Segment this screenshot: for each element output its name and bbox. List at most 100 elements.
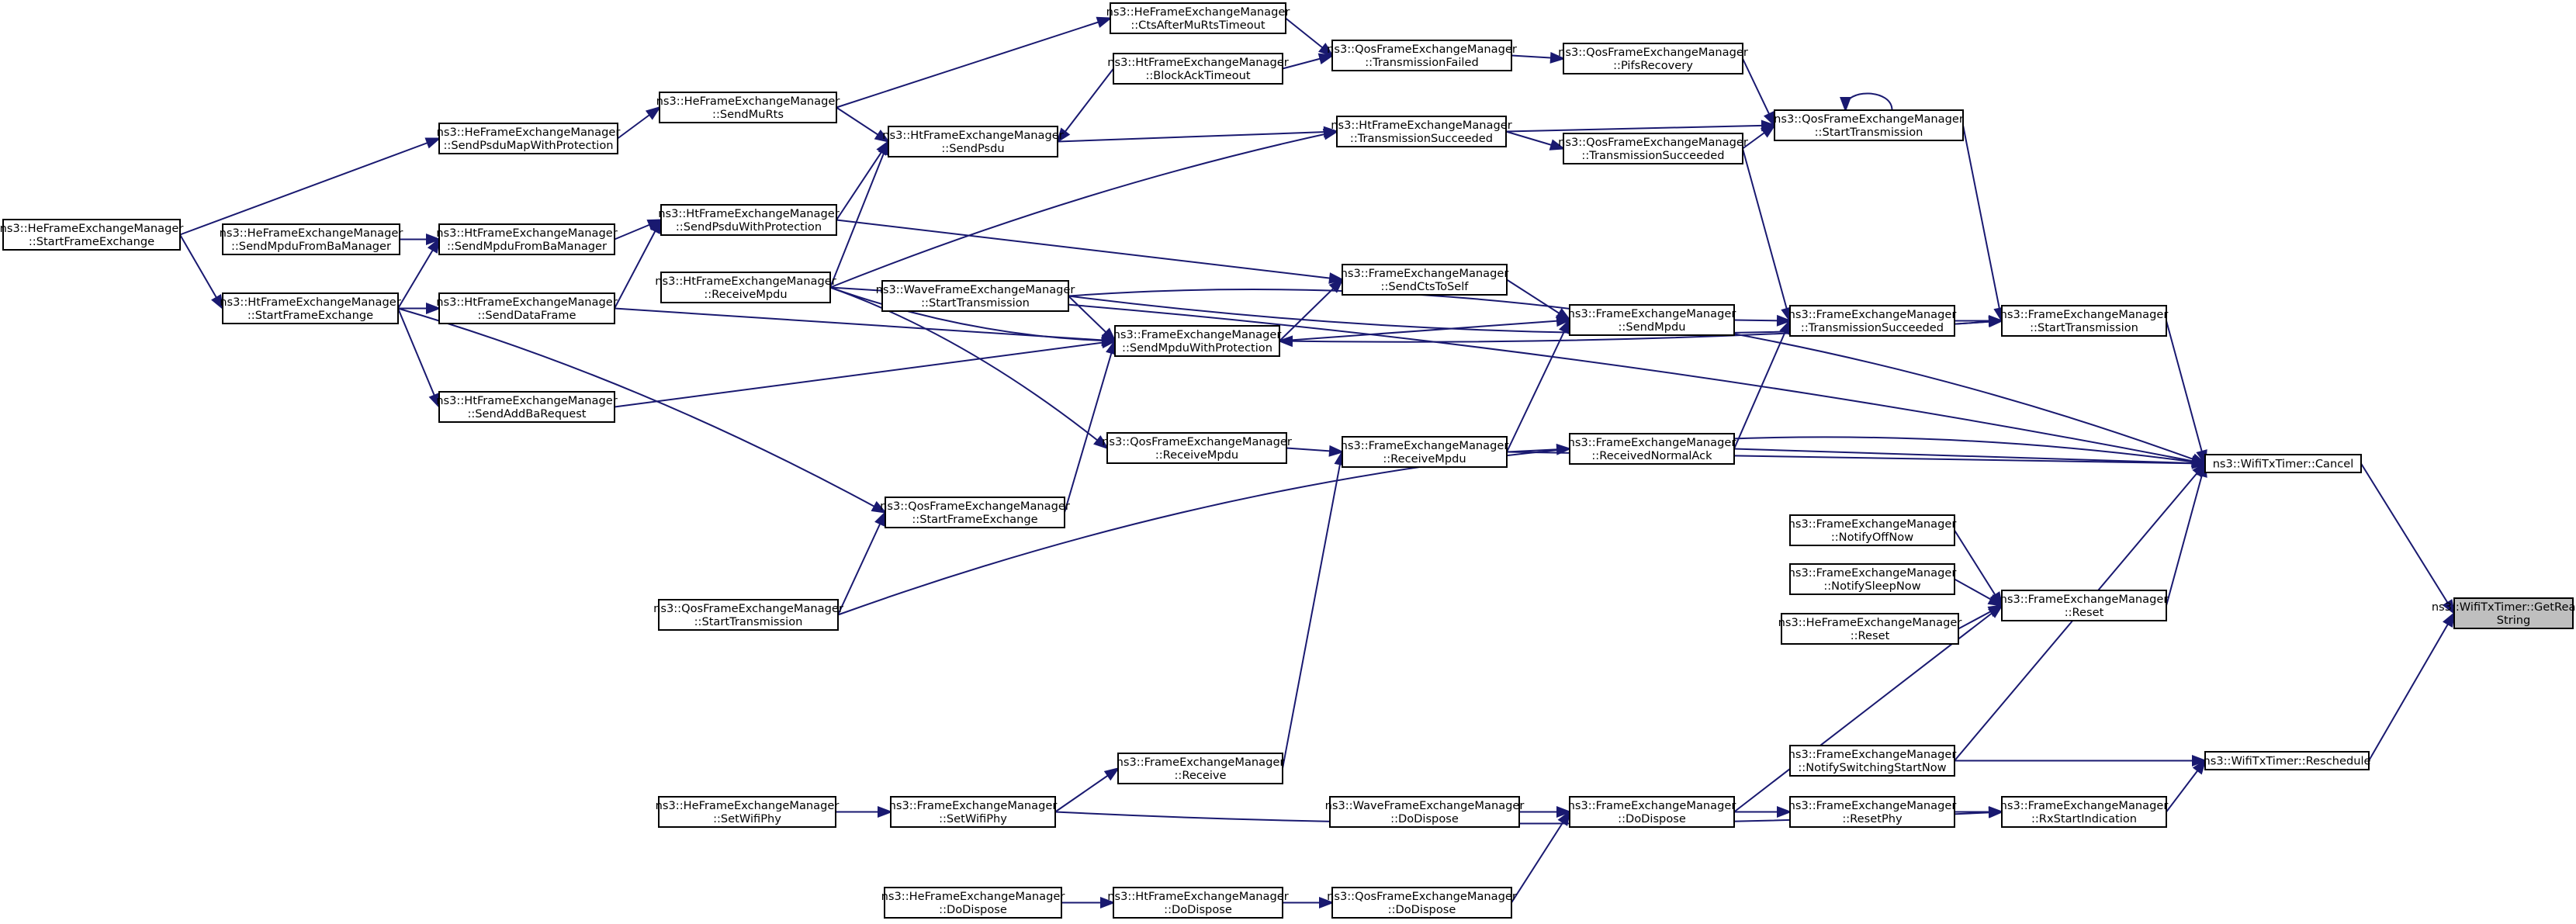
node-label-line1: ns3::QosFrameExchangeManager [1327,890,1517,903]
node-fem-txsucc[interactable]: ns3::FrameExchangeManager::TransmissionS… [1788,305,1957,337]
node-qfem-rxmpdu[interactable]: ns3::QosFrameExchangeManager::ReceiveMpd… [1102,432,1292,464]
node-label-line2: ::Receive [1175,769,1227,782]
node-root[interactable]: ns3::WifiTxTimer::GetReasonString [2432,597,2576,629]
node-htfem-baTimeout[interactable]: ns3::HtFrameExchangeManager::BlockAckTim… [1107,53,1289,85]
node-hefem-startfe[interactable]: ns3::HeFrameExchangeManager::StartFrameE… [0,219,183,251]
node-label-line1: ns3::HtFrameExchangeManager [436,296,617,309]
edge-n_qfem_startfe-to-n_fem_sendmpduprot [1064,338,1117,513]
edge-n_htfem_sendaddba-to-n_fem_sendmpduprot [614,337,1117,408]
node-label-line2: ::TransmissionSucceeded [1350,132,1493,145]
node-fem-rxnormalack[interactable]: ns3::FrameExchangeManager::ReceivedNorma… [1568,433,1736,465]
node-wfem-dodispose[interactable]: ns3::WaveFrameExchangeManager::DoDispose [1325,796,1525,828]
node-hefem-reset[interactable]: ns3::HeFrameExchangeManager::Reset [1778,613,1962,645]
edge-n_hefem_sendmurts-to-n_htfem_sendpsdu [836,106,891,144]
edge-line [1733,448,2206,465]
node-fem-rxstart[interactable]: ns3::FrameExchangeManager::RxStartIndica… [2000,796,2169,828]
node-htfem-sendaddba[interactable]: ns3::HtFrameExchangeManager::SendAddBaRe… [436,391,618,423]
node-htfem-startfe[interactable]: ns3::HtFrameExchangeManager::StartFrameE… [220,292,401,324]
edge-n_hefem_startfe-to-n_hefem_sendpsdumap [179,137,441,236]
edge-line [1954,529,2003,607]
node-hefem-cts[interactable]: ns3::HeFrameExchangeManager::CtsAfterMuR… [1106,2,1290,34]
edge-line [829,286,1116,342]
edge-arrowhead [1761,119,1777,132]
node-htfem-txsucc[interactable]: ns3::HtFrameExchangeManager::Transmissio… [1331,116,1512,147]
node-hefem-dodispose[interactable]: ns3::HeFrameExchangeManager::DoDispose [881,887,1065,919]
node-box [1336,116,1507,147]
node-qfem-txsucc[interactable]: ns3::QosFrameExchangeManager::Transmissi… [1558,133,1748,164]
node-label-line2: ::PifsRecovery [1613,59,1693,72]
node-box [660,204,837,236]
edge-n_fem_start-to-n_cancel [2166,320,2207,466]
node-htfem-sendpsduprot[interactable]: ns3::HtFrameExchangeManager::SendPsduWit… [658,204,840,236]
node-hefem-sendmpdufromba[interactable]: ns3::HeFrameExchangeManager::SendMpduFro… [220,223,403,255]
node-fem-start[interactable]: ns3::FrameExchangeManager::StartTransmis… [2000,305,2169,337]
node-fem-notifysleep[interactable]: ns3::FrameExchangeManager::NotifySleepNo… [1788,563,1957,595]
node-box [1106,432,1287,464]
node-fem-sendmpdu[interactable]: ns3::FrameExchangeManager::SendMpdu [1568,304,1736,336]
node-fem-sendmpduprot[interactable]: ns3::FrameExchangeManager::SendMpduWithP… [1113,325,1282,357]
node-fem-setwifiphy[interactable]: ns3::FrameExchangeManager::SetWifiPhy [889,796,1058,828]
node-qfem-txfailed[interactable]: ns3::QosFrameExchangeManager::Transmissi… [1327,40,1517,71]
node-htfem-sendpsdu[interactable]: ns3::HtFrameExchangeManager::SendPsdu [882,126,1064,157]
node-label-line1: ns3::HeFrameExchangeManager [220,227,403,240]
node-label-line2: ::Reset [1851,629,1890,642]
edge-n_fem_notifyoff-to-n_fem_reset [1954,529,2003,607]
edge-n_fem_sendcts-to-n_fem_sendmpdu [1506,279,1572,322]
node-qfem-startfe[interactable]: ns3::QosFrameExchangeManager::StartFrame… [880,497,1070,528]
edge-arrowhead [1328,445,1345,457]
edge-line [1279,319,1570,342]
node-htfem-senddata[interactable]: ns3::HtFrameExchangeManager::SendDataFra… [436,292,618,324]
node-box [1569,304,1735,336]
edge-arrowhead [1840,97,1851,112]
node-htfem-sendmpdufromba[interactable]: ns3::HtFrameExchangeManager::SendMpduFro… [436,223,618,255]
node-fem-dodispose[interactable]: ns3::FrameExchangeManager::DoDispose [1568,796,1736,828]
edge-line [837,512,886,615]
edge-n_htfem_startfe-to-n_htfem_sendaddba [397,308,441,410]
node-label-line1: ns3::QosFrameExchangeManager [1774,112,1964,126]
node-hefem-setwifiphy[interactable]: ns3::HeFrameExchangeManager::SetWifiPhy [656,796,840,828]
node-box [1789,305,1955,337]
node-fem-reset[interactable]: ns3::FrameExchangeManager::Reset [2000,590,2169,621]
node-wavefem-start[interactable]: ns3::WaveFrameExchangeManager::StartTran… [876,280,1075,312]
node-fem-notifyoff[interactable]: ns3::FrameExchangeManager::NotifyOffNow [1788,514,1957,546]
edge-arrowhead [1556,443,1572,455]
edge-n_qfem_starttx2-to-n_cancel [837,436,2207,616]
node-resched[interactable]: ns3::WifiTxTimer::Reschedule [2203,751,2371,770]
node-hefem-sendmurts[interactable]: ns3::HeFrameExchangeManager::SendMuRts [656,92,840,123]
edge-n_htfem_senddata-to-n_htfem_sendpsduprot [614,217,663,309]
node-label-line2: ::StartTransmission [921,296,1030,310]
edge-arrowhead [1989,806,2004,818]
node-qfem-starttx2[interactable]: ns3::QosFrameExchangeManager::StartTrans… [653,599,843,631]
edge-arrowhead [426,234,441,245]
node-fem-resetphy[interactable]: ns3::FrameExchangeManager::ResetPhy [1788,796,1957,828]
node-htfem-rxmpdu[interactable]: ns3::HtFrameExchangeManager::ReceiveMpdu [655,272,836,303]
edge-n_htfem_senddata-to-n_fem_sendmpduprot [614,307,1117,346]
node-qfem-pifs[interactable]: ns3::QosFrameExchangeManager::PifsRecove… [1558,43,1748,74]
node-fem-rxmpdu[interactable]: ns3::FrameExchangeManager::ReceiveMpdu [1341,436,1509,468]
node-fem-receive[interactable]: ns3::FrameExchangeManager::Receive [1117,753,1285,784]
edge-line [1511,811,1570,904]
node-qfem-dodispose[interactable]: ns3::QosFrameExchangeManager::DoDispose [1327,887,1517,919]
edge-arrowhead [645,106,662,120]
node-label-line2: ::NotifySleepNow [1823,580,1920,593]
node-label-line2: ::SetWifiPhy [713,812,781,825]
edge-arrowhead [871,500,888,514]
node-label-line2: ::SendMpduFromBaManager [447,240,607,253]
node-cancel[interactable]: ns3::WifiTxTimer::Cancel [2204,454,2362,473]
node-label-line2: ::StartFrameExchange [248,309,373,322]
edge-arrowhead [1549,52,1566,64]
node-fem-notifyswitch[interactable]: ns3::FrameExchangeManager::NotifySwitchi… [1788,745,1957,777]
node-htfem-dodispose[interactable]: ns3::HtFrameExchangeManager::DoDispose [1107,887,1289,919]
node-qfem-start[interactable]: ns3::QosFrameExchangeManager::StartTrans… [1774,109,1964,141]
edge-line [397,308,440,407]
node-fem-sendcts[interactable]: ns3::FrameExchangeManager::SendCtsToSelf [1341,264,1509,296]
node-hefem-sendpsdumap[interactable]: ns3::HeFrameExchangeManager::SendPsduMap… [437,123,621,154]
node-box [2001,590,2167,621]
node-label-line1: ns3::FrameExchangeManager [1341,267,1509,280]
edge-n_htfem_baTimeout-to-n_htfem_sendpsdu [1056,67,1114,144]
edge-arrowhead [1317,53,1335,65]
edge-line [1742,148,1791,321]
edge-arrowhead [1557,810,1571,826]
node-label-line1: ns3::FrameExchangeManager [1341,439,1509,452]
